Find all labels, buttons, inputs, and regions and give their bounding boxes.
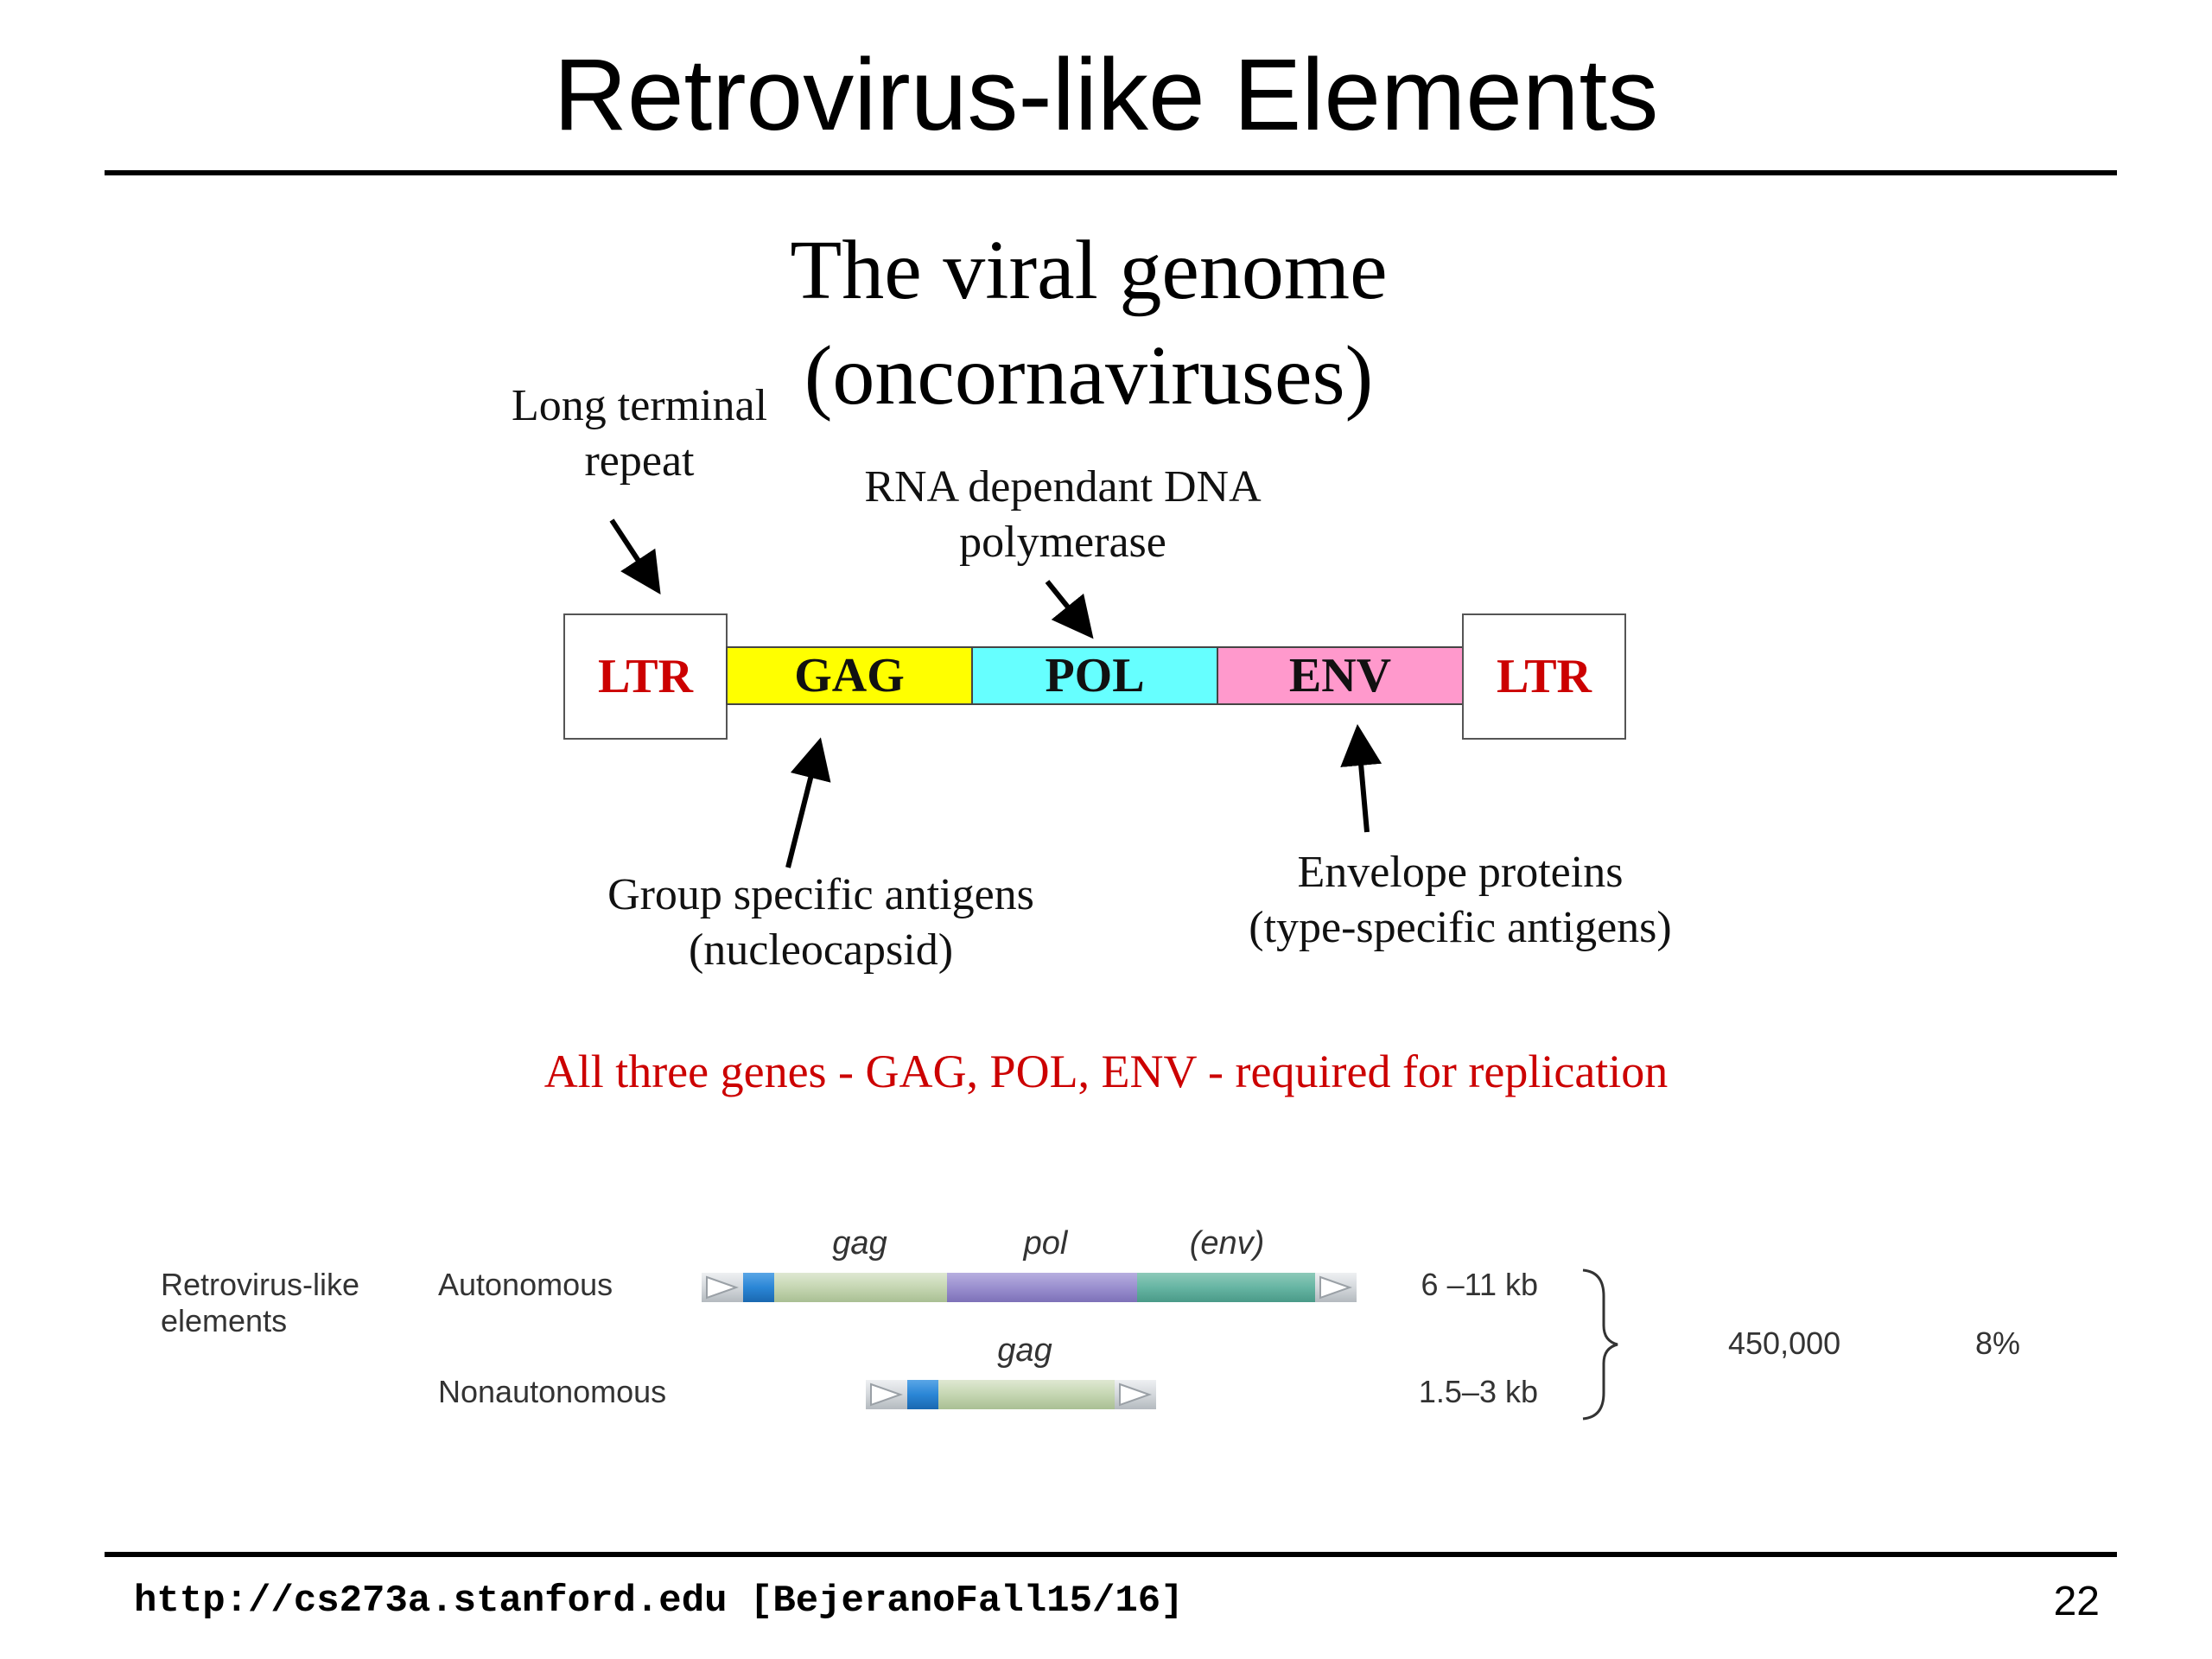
autonomous-env-label: (env): [1189, 1225, 1265, 1262]
ltr-right-box: LTR: [1462, 613, 1626, 740]
title-divider: [105, 170, 2117, 175]
element-class-line2: elements: [161, 1303, 288, 1338]
env-arrow: [1340, 724, 1382, 833]
footer-url: http://cs273a.stanford.edu [BejeranoFall…: [134, 1580, 1184, 1623]
gag-label: GAG: [794, 649, 905, 702]
gag-annotation-line1: Group specific antigens: [607, 870, 1034, 919]
element-class-label: Retrovirus-like elements: [161, 1267, 359, 1339]
pol-arrow: [1045, 580, 1094, 639]
nonautonomous-label: Nonautonomous: [438, 1374, 667, 1409]
ltr-annotation-line1: Long terminal: [511, 381, 768, 430]
footer-divider: [105, 1552, 2117, 1557]
diagram-title-line1: The viral genome: [790, 224, 1388, 317]
copy-number: 450,000: [1728, 1325, 1841, 1361]
replication-note: All three genes - GAG, POL, ENV - requir…: [543, 1046, 1669, 1097]
nonautonomous-right-triangle: [1119, 1382, 1153, 1407]
nonautonomous-ltr-block: [907, 1380, 938, 1409]
gag-annotation-line2: (nucleocapsid): [688, 925, 954, 975]
autonomous-gag-label: gag: [832, 1225, 887, 1262]
pol-annotation: RNA dependant DNA polymerase: [821, 460, 1305, 570]
ltr-arrow: [609, 518, 661, 595]
nonautonomous-size: 1.5–3 kb: [1418, 1374, 1538, 1409]
autonomous-env-block: [1137, 1273, 1315, 1302]
nonautonomous-gag-block: [938, 1380, 1115, 1409]
autonomous-size: 6 –11 kb: [1421, 1267, 1538, 1302]
element-class-line1: Retrovirus-like: [161, 1267, 360, 1302]
ltr-right-label: LTR: [1496, 650, 1592, 703]
env-annotation-line2: (type-specific antigens): [1249, 903, 1672, 952]
gag-segment: GAG: [726, 646, 973, 705]
nonautonomous-gag-label: gag: [997, 1332, 1052, 1369]
pol-segment: POL: [971, 646, 1218, 705]
pol-annotation-line1: RNA dependant DNA: [864, 462, 1262, 512]
autonomous-element-bar: [702, 1273, 1357, 1302]
autonomous-pol-block: [947, 1273, 1137, 1302]
autonomous-left-triangle: [706, 1275, 740, 1300]
env-label: ENV: [1288, 649, 1392, 702]
ltr-left-label: LTR: [597, 650, 693, 703]
autonomous-gag-block: [774, 1273, 947, 1302]
slide-title: Retrovirus-like Elements: [553, 38, 1659, 152]
pol-label: POL: [1045, 649, 1145, 702]
gag-arrow: [785, 737, 831, 868]
pol-annotation-line2: polymerase: [959, 518, 1166, 567]
autonomous-right-triangle: [1319, 1275, 1353, 1300]
ltr-annotation-line2: repeat: [584, 436, 695, 486]
gag-annotation: Group specific antigens (nucleocapsid): [553, 868, 1089, 978]
env-annotation-line1: Envelope proteins: [1297, 848, 1624, 897]
nonautonomous-left-triangle: [870, 1382, 904, 1407]
size-brace: [1582, 1268, 1618, 1421]
ltr-annotation: Long terminal repeat: [484, 378, 795, 489]
autonomous-ltr-block: [743, 1273, 774, 1302]
page-number: 22: [2053, 1579, 2100, 1624]
autonomous-label: Autonomous: [438, 1267, 613, 1302]
genome-fraction: 8%: [1975, 1325, 2021, 1361]
diagram-title-line2: (oncornaviruses): [804, 329, 1374, 423]
nonautonomous-element-bar: [866, 1380, 1156, 1409]
diagram-title: The viral genome (oncornaviruses): [674, 218, 1503, 429]
autonomous-pol-label: pol: [1023, 1225, 1068, 1262]
env-annotation: Envelope proteins (type-specific antigen…: [1210, 845, 1711, 956]
env-segment: ENV: [1217, 646, 1464, 705]
